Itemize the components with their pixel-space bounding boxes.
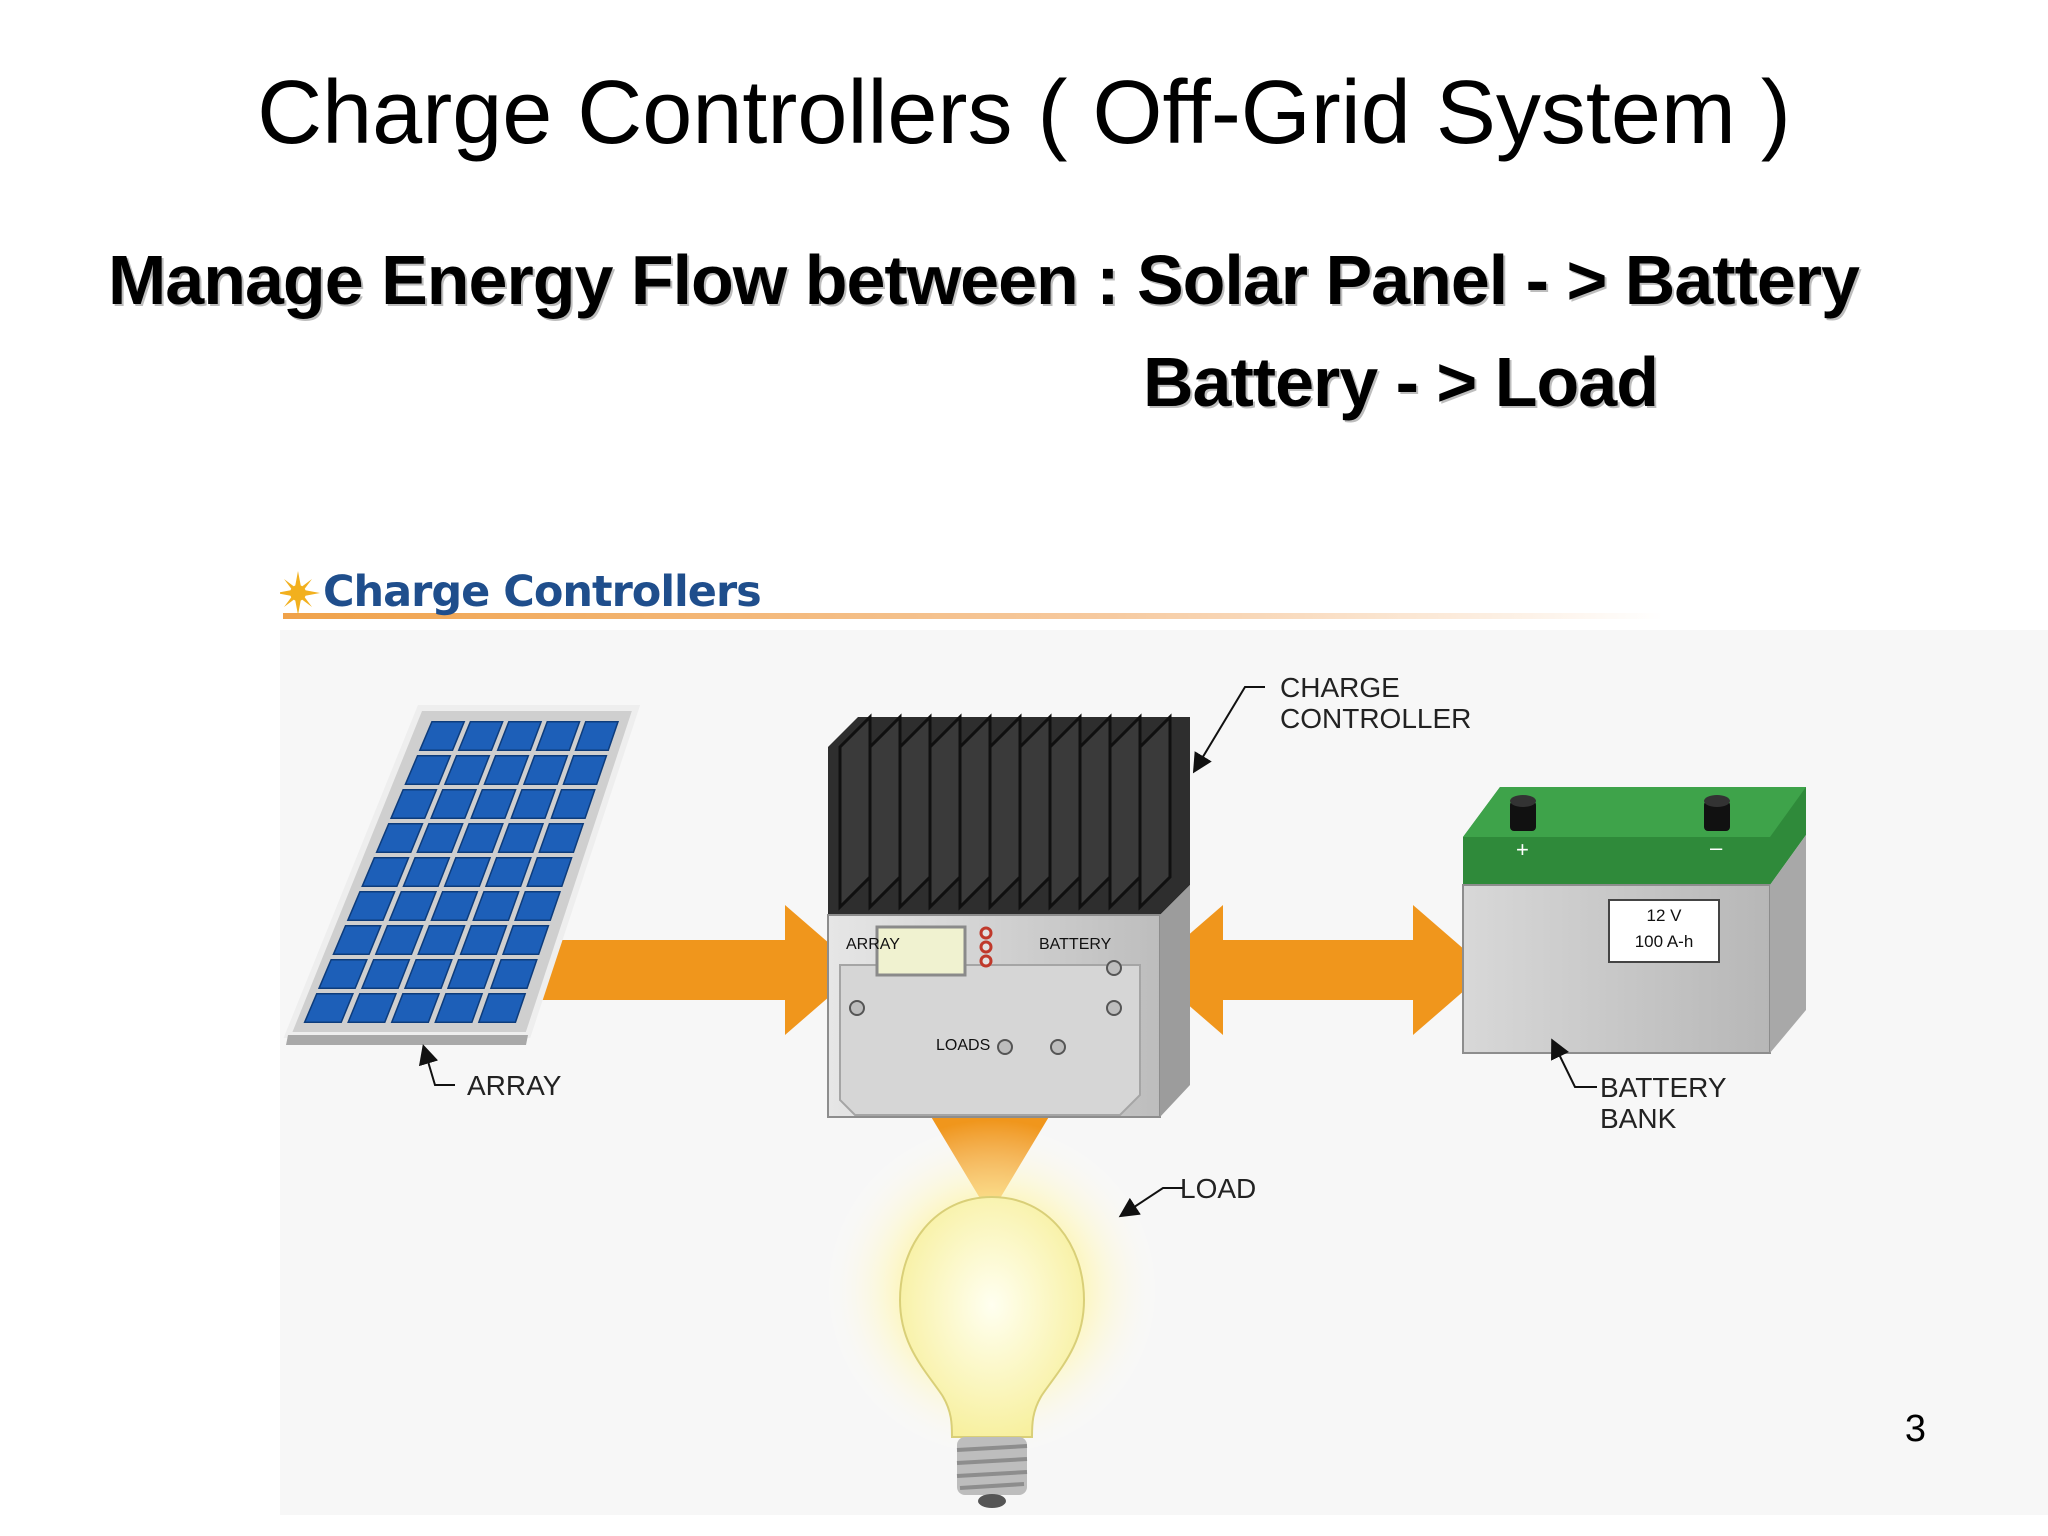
page-number: 3 [1904, 1408, 1926, 1450]
heat-sink-fin [1108, 713, 1142, 911]
solar-cell [389, 788, 438, 820]
solar-cell [562, 754, 608, 786]
header-rule [283, 613, 1663, 619]
solar-cell [430, 788, 478, 820]
solar-cell [574, 720, 620, 752]
solar-cell [446, 958, 496, 990]
light-bulb-load [822, 1120, 1162, 1508]
callout-array: ARRAY [467, 1070, 562, 1101]
solar-cell [456, 822, 504, 854]
solar-cell [317, 958, 368, 990]
leader-load [1118, 1187, 1183, 1218]
solar-cell [550, 788, 596, 820]
heat-sink-fin [868, 713, 902, 911]
svg-text:+: + [1516, 837, 1529, 862]
callout-charge-controller-line2: CONTROLLER [1280, 703, 1472, 734]
charge-controller [827, 713, 1190, 1118]
solar-cell [522, 754, 569, 786]
solar-cell [443, 856, 492, 888]
solar-panel-array [283, 705, 641, 1045]
heat-sink-fin [1138, 713, 1172, 911]
terminal-label-battery: BATTERY [1039, 936, 1112, 953]
svg-text:–: – [1710, 835, 1723, 860]
callout-load: LOAD [1180, 1173, 1257, 1204]
heat-sink-fin [928, 713, 962, 911]
solar-cell [417, 924, 466, 956]
solar-cell [418, 720, 466, 752]
solar-cell [434, 992, 484, 1024]
callout-battery-bank-line2: BANK [1600, 1103, 1677, 1134]
solar-cell [535, 720, 581, 752]
sun-icon [280, 571, 320, 615]
slide-title: Charge Controllers ( Off-Grid System ) [257, 63, 1791, 163]
battery-bank: + – [1462, 787, 1806, 1054]
heat-sink-fin [958, 713, 992, 911]
solar-cell [472, 890, 520, 922]
solar-cell [484, 856, 532, 888]
solar-cell [526, 856, 573, 888]
leader-battery-bank [1551, 1038, 1597, 1088]
solar-cell [510, 788, 557, 820]
charge-controller-diagram: + – [280, 555, 2048, 1515]
callout-charge-controller-line1: CHARGE [1280, 672, 1400, 703]
solar-cell [346, 890, 396, 922]
solar-cell [489, 958, 538, 990]
solar-cell [360, 958, 411, 990]
solar-cell [390, 992, 441, 1024]
callout-battery-bank-line1: BATTERY [1600, 1072, 1727, 1103]
solar-cell [483, 754, 530, 786]
heat-sink-fin [1078, 713, 1112, 911]
leader-array [418, 1044, 455, 1086]
solar-cell [443, 754, 491, 786]
solar-cell [538, 822, 585, 854]
solar-cell [497, 822, 545, 854]
arrow-array-to-controller [520, 905, 860, 1035]
arrow-controller-battery [1148, 905, 1488, 1035]
solar-cell [403, 958, 453, 990]
terminal-label-loads: LOADS [936, 1037, 991, 1054]
solar-cell [361, 856, 410, 888]
solar-cell [404, 754, 452, 786]
heat-sink-fin [988, 713, 1022, 911]
heat-sink-fin [838, 713, 872, 911]
battery-voltage: 12 V [1646, 906, 1682, 925]
diagram-graphic: + – [280, 571, 2048, 1515]
solar-cell [430, 890, 479, 922]
subtitle-line-1: Manage Energy Flow between : Solar Panel… [108, 241, 1860, 319]
callout-battery-bank: BATTERY BANK [1600, 1072, 1727, 1134]
solar-cell [477, 992, 527, 1024]
solar-cell [303, 992, 355, 1024]
solar-cell [332, 924, 382, 956]
solar-cell [402, 856, 451, 888]
solar-cell [375, 822, 424, 854]
leader-charge-controller [1192, 686, 1265, 774]
solar-cell [459, 924, 508, 956]
solar-cell [496, 720, 543, 752]
solar-cell [470, 788, 517, 820]
diagram-header-title: Charge Controllers [323, 567, 762, 617]
solar-cell [501, 924, 550, 956]
solar-cell [374, 924, 424, 956]
heat-sink-fin [1018, 713, 1052, 911]
solar-cell [388, 890, 438, 922]
battery-rating-label: 12 V 100 A-h [1609, 903, 1719, 955]
terminal-label-array: ARRAY [846, 936, 900, 953]
heat-sink-fin [1048, 713, 1082, 911]
solar-cell [457, 720, 504, 752]
solar-cell [416, 822, 464, 854]
subtitle-line-2: Battery - > Load [1143, 343, 1659, 421]
battery-capacity: 100 A-h [1634, 932, 1694, 951]
solar-cell [514, 890, 562, 922]
solar-cell [347, 992, 398, 1024]
callout-charge-controller: CHARGE CONTROLLER [1280, 672, 1471, 734]
heat-sink-fin [898, 713, 932, 911]
